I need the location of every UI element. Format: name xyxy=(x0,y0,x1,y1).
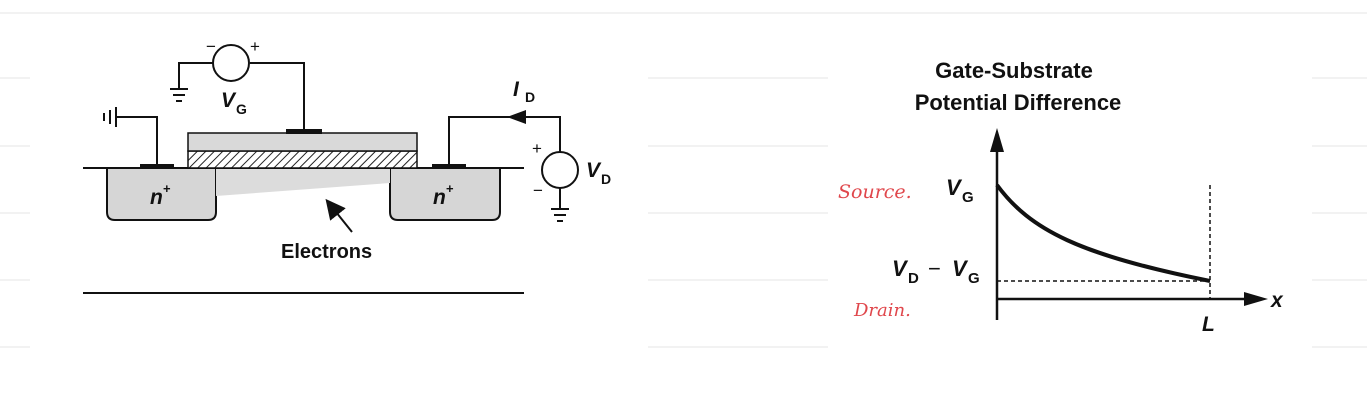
vd-minus-sign: − xyxy=(533,181,543,200)
vd-label-sub: D xyxy=(601,171,611,187)
vd-plus-sign: + xyxy=(532,139,542,158)
gate-wire xyxy=(250,62,305,129)
notebook-lines xyxy=(0,12,1367,348)
x-axis-label: x xyxy=(1270,289,1284,312)
y-top-sub: G xyxy=(962,189,974,206)
id-arrow-icon xyxy=(507,110,526,124)
vd-source-symbol xyxy=(541,151,579,189)
electron-channel xyxy=(216,169,390,196)
y-bottom-minus: − xyxy=(928,256,941,281)
vg-minus-sign: − xyxy=(206,37,216,56)
plot-title-line2: Potential Difference xyxy=(915,90,1122,115)
plot-title-line1: Gate-Substrate xyxy=(935,58,1093,83)
x-axis-arrow-icon xyxy=(1244,292,1268,306)
y-bottom-sub-a: D xyxy=(908,270,919,287)
drain-handwritten-note: Drain. xyxy=(853,300,911,321)
ground-icon xyxy=(103,107,117,127)
vg-label-sub: G xyxy=(236,101,247,117)
source-region-label: n xyxy=(150,186,163,209)
potential-plot: Gate-Substrate Potential Difference x V … xyxy=(892,58,1284,336)
x-end-label: L xyxy=(1202,313,1215,336)
source-wire xyxy=(116,116,158,164)
source-handwritten-note: Source. xyxy=(838,181,912,203)
drain-region xyxy=(389,167,501,221)
id-label: I xyxy=(513,78,520,101)
electrons-label: Electrons xyxy=(281,241,372,263)
drain-region-label: n xyxy=(433,186,446,209)
drain-contact xyxy=(432,164,466,169)
gate-contact xyxy=(286,129,322,134)
ground-icon xyxy=(170,88,188,102)
y-axis-arrow-icon xyxy=(990,128,1004,152)
vd-label: V xyxy=(586,159,602,182)
gate-electrode xyxy=(187,132,418,152)
source-region xyxy=(106,167,217,221)
source-region-sup: + xyxy=(163,181,171,196)
electrons-pointer xyxy=(325,198,353,233)
ground-icon xyxy=(551,208,569,222)
id-label-sub: D xyxy=(525,89,535,105)
mosfet-diagram: − + V G I D + − V D n + n + xyxy=(83,37,611,294)
drain-region-sup: + xyxy=(446,181,454,196)
y-top-label: V xyxy=(946,175,963,200)
vg-ground-wire xyxy=(178,62,213,88)
vg-source-symbol xyxy=(212,44,250,82)
potential-curve xyxy=(995,183,1211,283)
y-bottom-label-b: V xyxy=(952,256,969,281)
source-contact xyxy=(140,164,174,169)
vg-label: V xyxy=(221,89,237,112)
gate-oxide xyxy=(187,150,418,169)
drain-wire xyxy=(448,116,561,164)
y-bottom-sub-b: G xyxy=(968,270,980,287)
vg-plus-sign: + xyxy=(250,37,260,56)
y-bottom-label-a: V xyxy=(892,256,909,281)
